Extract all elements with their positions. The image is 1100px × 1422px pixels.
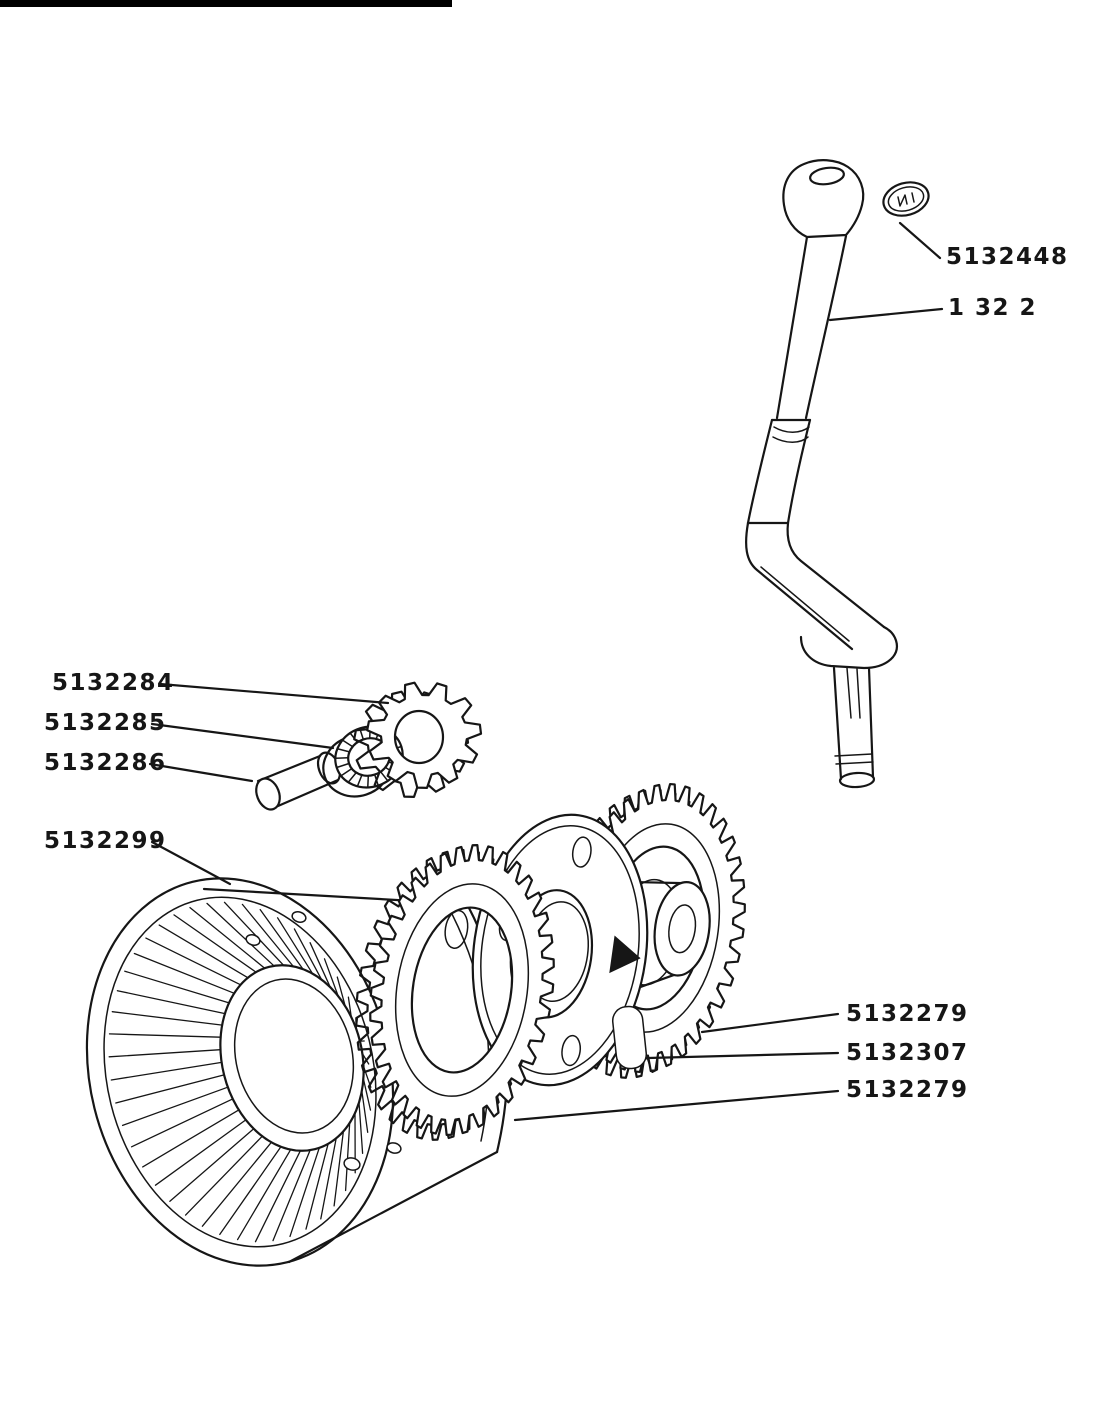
scan-artifact [0, 0, 452, 7]
part-label-knob-cap: 5132448 [946, 244, 1069, 270]
part-label-ring-gear-rear: 5132279 [846, 1001, 969, 1027]
part-label-gear-lever: 1 32 2 [948, 295, 1038, 321]
part-label-pivot-pin: 5132286 [44, 750, 167, 776]
carrier-slot [611, 1005, 648, 1070]
ring-front-web-hole [444, 909, 469, 949]
leader-pinion-gear [158, 682, 390, 705]
gear-lever-drawing [745, 159, 898, 789]
lever-arm-edge [745, 521, 854, 651]
carrier-hole [561, 1034, 582, 1067]
lever-arm-edge [786, 521, 886, 629]
carrier-hole [571, 836, 592, 868]
leader-carrier [646, 1051, 840, 1060]
part-label-ring-gear-front: 5132279 [846, 1077, 969, 1103]
knob-cap-rim [887, 186, 925, 212]
lever-knob [782, 159, 865, 239]
carrier-hub-end [653, 880, 711, 977]
lever-arm-inner-line [760, 566, 850, 642]
lever-shaft-edge [775, 235, 809, 420]
leader-drum [150, 840, 232, 886]
ring-front-web-edge [394, 883, 530, 1097]
leader-knob-cap [898, 221, 942, 260]
drum-drawing [85, 877, 509, 1267]
carrier-face-rim [480, 824, 640, 1076]
leader-ring-front [513, 1089, 840, 1122]
pinion-front-face [366, 681, 483, 789]
lever-boot-ridges [772, 426, 810, 443]
lever-tube-mouth [838, 771, 876, 789]
pin-near-end [255, 777, 281, 811]
drum-hole [245, 934, 261, 946]
part-label-drum: 5132299 [44, 828, 167, 854]
pinion-gear-drawing [353, 681, 483, 798]
drum-hole [343, 1157, 361, 1171]
ring-front-front-face [369, 844, 555, 1136]
leader-ring-rear [700, 1012, 840, 1034]
part-label-pinion-gear: 5132284 [52, 670, 175, 696]
part-label-needle-bearing: 5132285 [44, 710, 167, 736]
drum-internal-splines [108, 901, 372, 1243]
ring-gear-front-drawing [355, 844, 555, 1141]
pivot-pin-drawing [255, 751, 342, 811]
drum-rim-inner [103, 896, 377, 1248]
lever-boot-edge [786, 418, 812, 525]
carrier-hub-bore [668, 904, 697, 954]
drum-far-opening-inner [233, 978, 355, 1134]
carrier-keyway-mark [609, 935, 641, 974]
lever-boot-ends [746, 418, 812, 525]
lever-boot-edge [746, 418, 774, 525]
knob-cap-emblem-icon [897, 192, 915, 207]
lever-tube-edges [832, 666, 875, 781]
lever-bracket [799, 625, 898, 670]
leader-gear-lever [828, 307, 944, 322]
drum-bottom-edge [287, 1150, 499, 1264]
leader-lines [148, 221, 944, 1122]
drum-hole [291, 911, 307, 923]
leader-needle-bearing [150, 722, 335, 750]
part-label-carrier: 5132307 [846, 1040, 969, 1066]
leader-pivot-pin [148, 762, 254, 783]
lever-tube-details [834, 667, 874, 765]
knob-cap-drawing [882, 181, 930, 217]
lever-shaft-edge [804, 234, 848, 420]
lever-knob-socket [809, 166, 845, 186]
drum-hole [386, 1142, 402, 1154]
